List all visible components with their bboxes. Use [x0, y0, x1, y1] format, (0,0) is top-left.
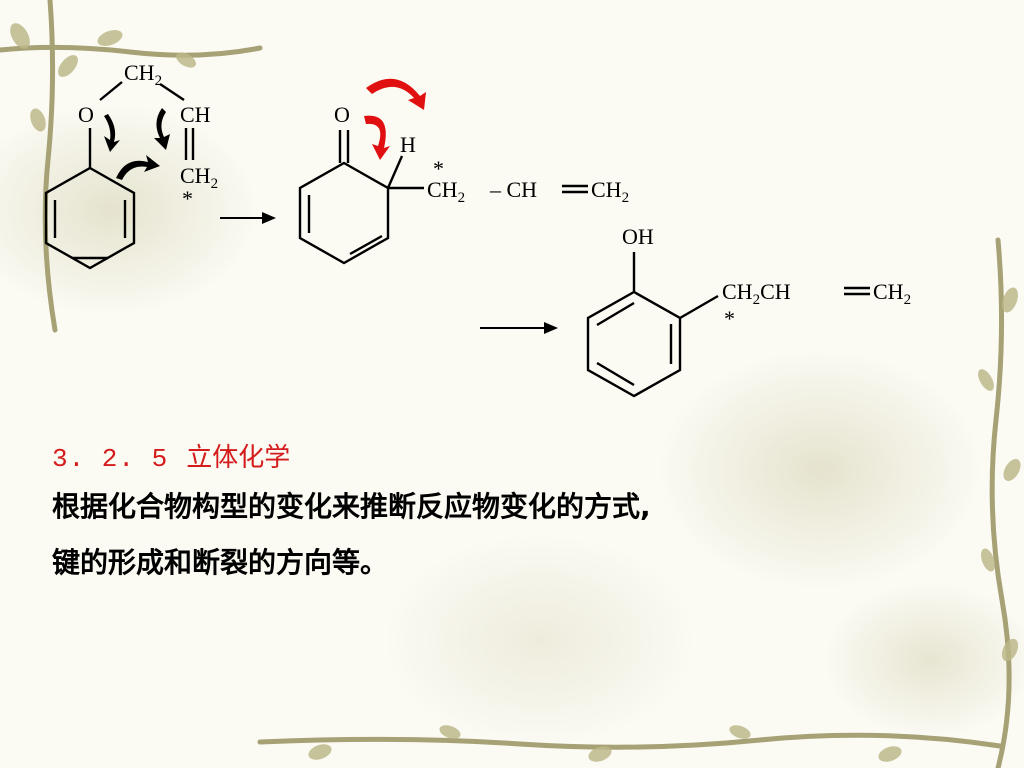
- curved-arrow-icon: [116, 155, 160, 180]
- reaction-arrow-1: [220, 212, 276, 224]
- reaction-arrow-2: [480, 322, 558, 334]
- product-chain-ch2-end: CH2: [873, 279, 911, 308]
- red-electron-arrows: [364, 78, 426, 160]
- curved-arrow-icon: [154, 108, 170, 150]
- body-text-line-1: 根据化合物构型的变化来推断反应物变化的方式,: [52, 490, 651, 523]
- reactant-benzene-ring: [44, 166, 136, 270]
- slide-text: 3. 2. 5 立体化学 根据化合物构型的变化来推断反应物变化的方式, 键的形成和…: [52, 438, 952, 591]
- black-electron-arrows: [104, 108, 170, 180]
- reactant-ch2-bottom-label: CH2: [180, 163, 218, 192]
- reactant-ch-label: CH: [180, 102, 211, 127]
- section-heading: 3. 2. 5 立体化学: [52, 438, 952, 479]
- reactant-oxygen-label: O: [78, 102, 94, 127]
- section-title: 立体化学: [186, 443, 291, 473]
- product-o-allylphenol: [586, 252, 870, 398]
- intermediate-h-label: H: [400, 132, 416, 157]
- product-oh-label: OH: [622, 224, 654, 249]
- intermediate-chain-ch: – CH: [489, 177, 537, 202]
- product-benzene-ring: [586, 290, 682, 398]
- intermediate-dienone: [298, 130, 588, 265]
- reactant-ch2-top-label: CH2: [124, 60, 162, 89]
- body-text-line-2: 键的形成和断裂的方向等。: [52, 546, 389, 579]
- curved-arrow-icon: [366, 78, 426, 110]
- intermediate-chain-ch2-end: CH2: [591, 177, 629, 206]
- claisen-rearrangement-scheme: CH2 O CH CH2 * O H * CH2 – CH CH2: [44, 60, 911, 398]
- curved-arrow-icon: [364, 115, 390, 160]
- product-chain-ch2: CH2CH: [722, 279, 791, 308]
- intermediate-oxygen-label: O: [334, 102, 350, 127]
- intermediate-ring: [298, 161, 390, 265]
- intermediate-label-asterisk: *: [433, 156, 444, 181]
- curved-arrow-icon: [104, 114, 120, 152]
- product-label-asterisk: *: [724, 306, 735, 331]
- intermediate-chain-ch2: CH2: [427, 177, 465, 206]
- reactant-allyl-phenyl-ether: [44, 81, 195, 270]
- section-number: 3. 2. 5: [52, 444, 169, 474]
- reactant-label-asterisk: *: [182, 186, 193, 211]
